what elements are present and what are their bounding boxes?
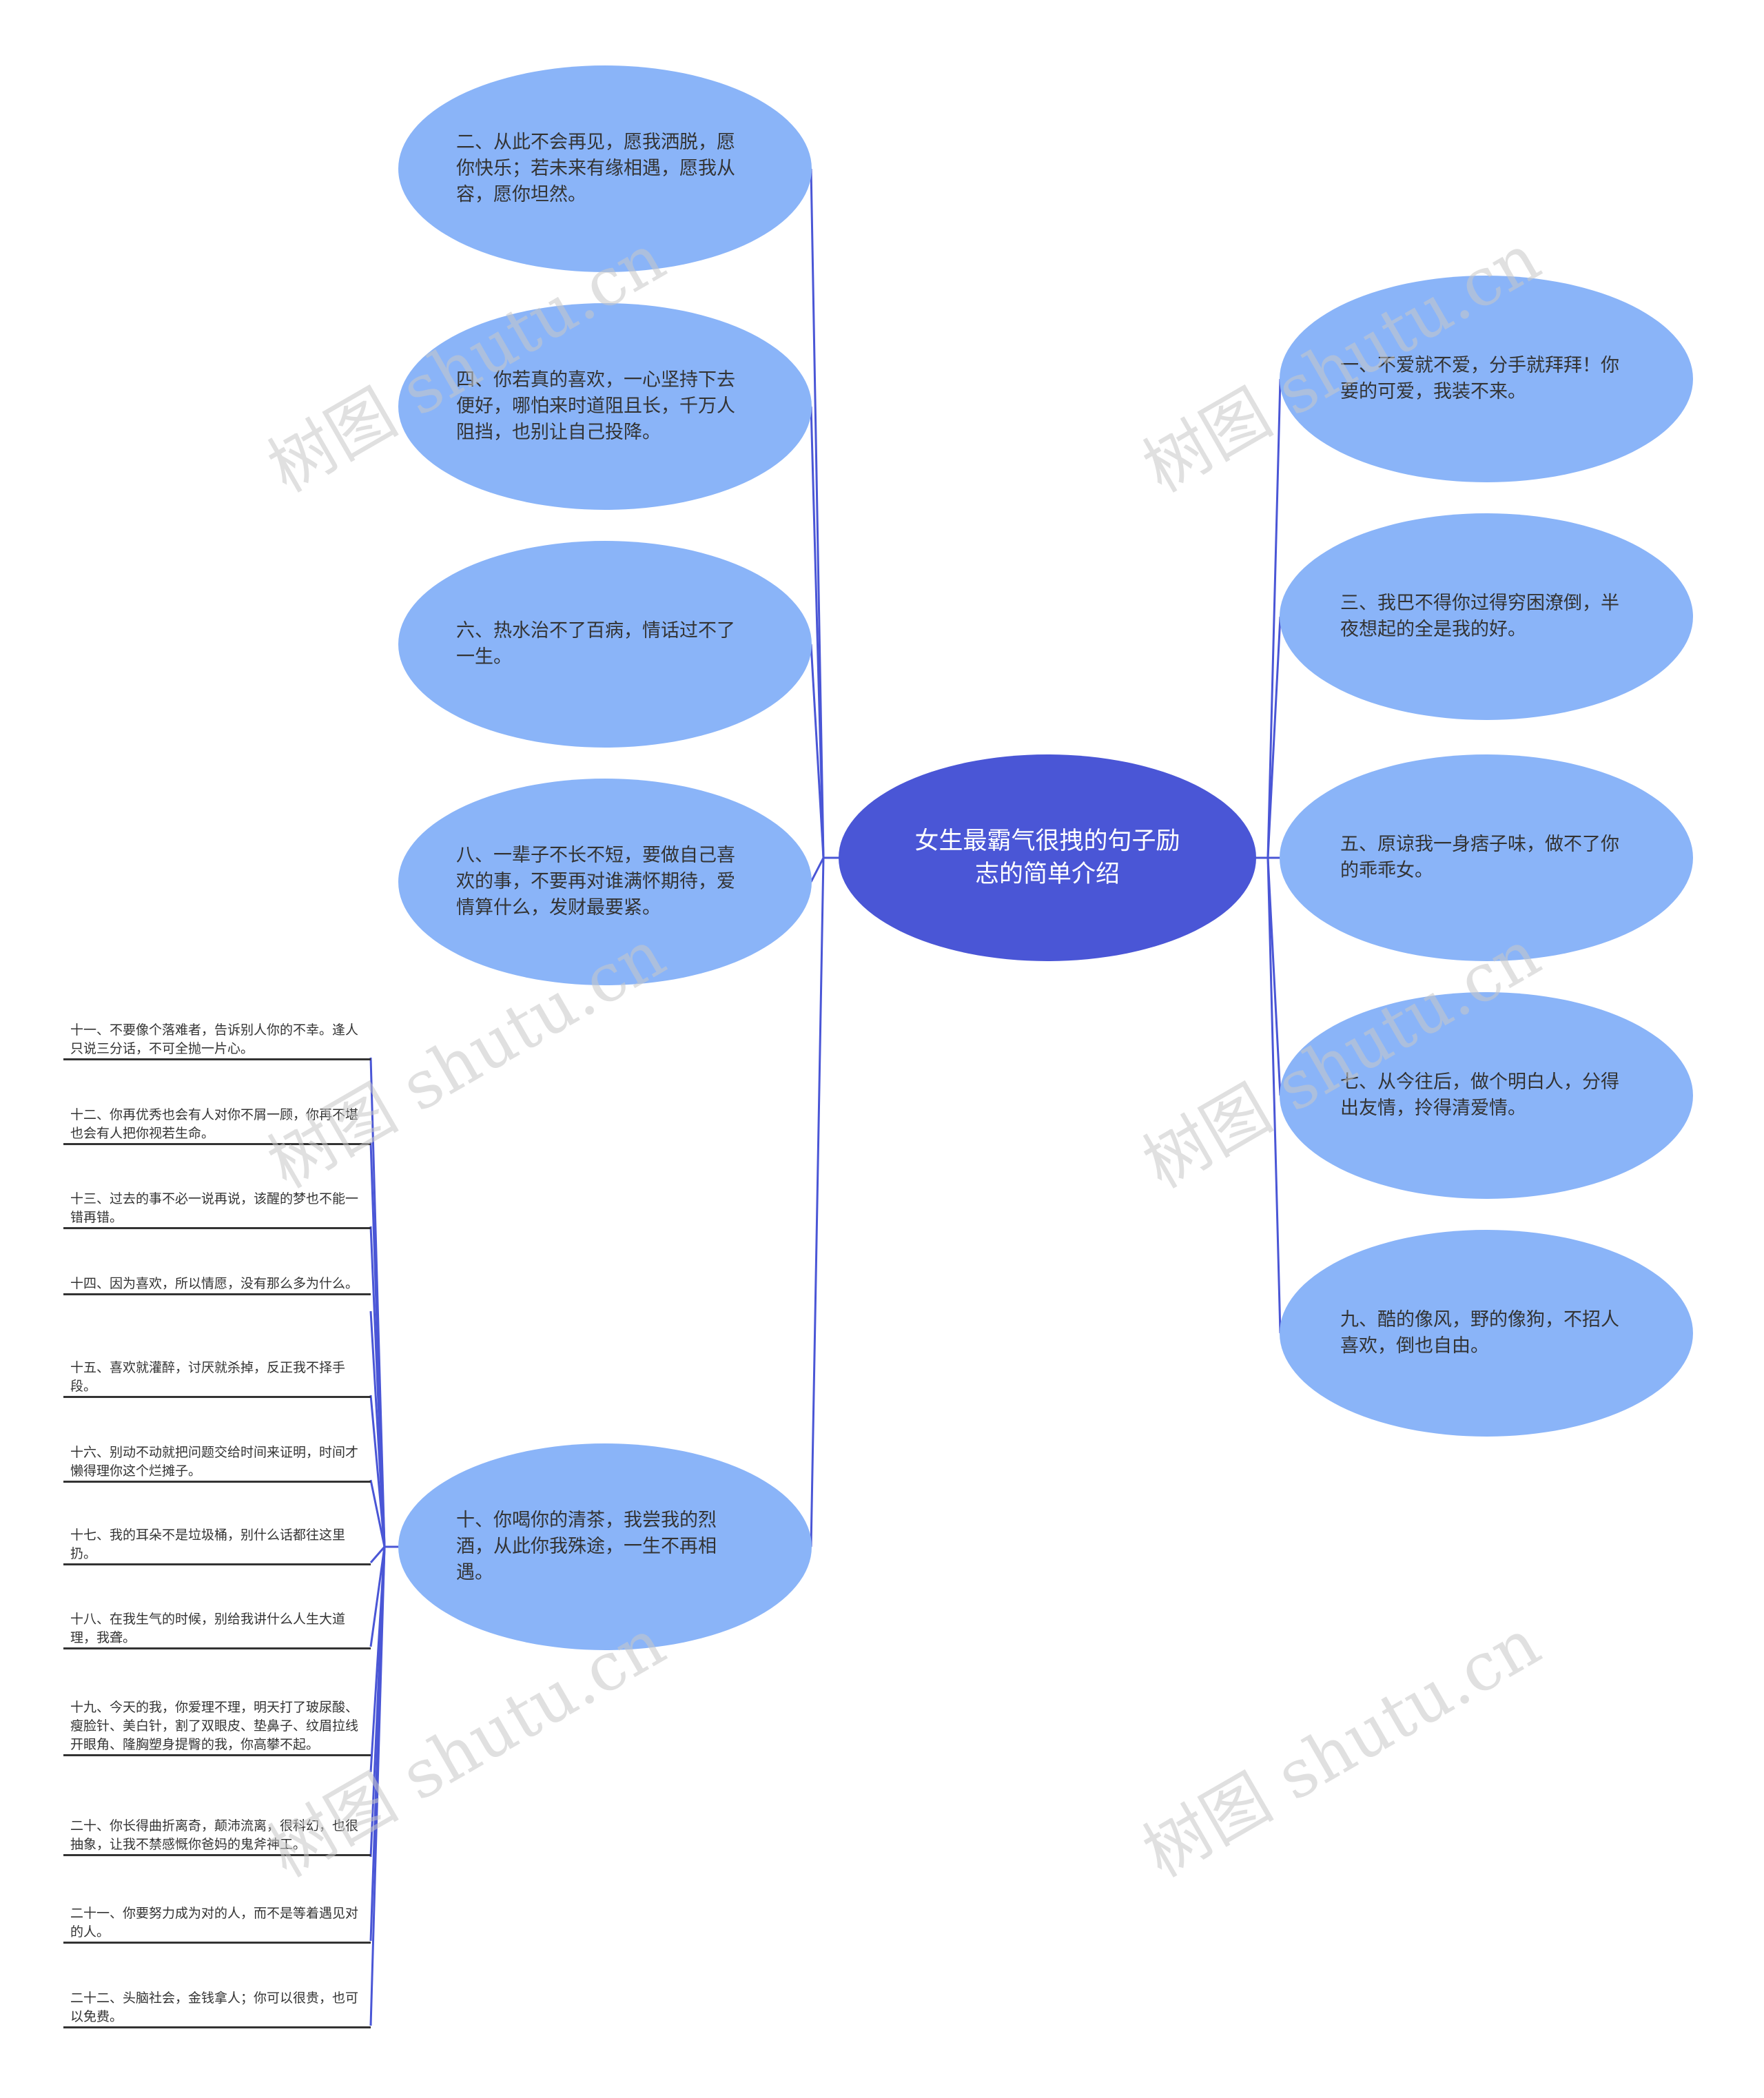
- sub-item-label: 十一、不要像个落难者，告诉别人你的不幸。逢人只说三分话，不可全抛一片心。: [70, 1022, 359, 1056]
- sub-item-22[interactable]: 二十二、头脑社会，金钱拿人；你可以很贵，也可以免费。: [63, 1989, 371, 2028]
- sub-item-19[interactable]: 十九、今天的我，你爱理不理，明天打了玻尿酸、瘦脸针、美白针，割了双眼皮、垫鼻子、…: [63, 1698, 371, 1756]
- sub-item-label: 十九、今天的我，你爱理不理，明天打了玻尿酸、瘦脸针、美白针，割了双眼皮、垫鼻子、…: [70, 1700, 359, 1752]
- connector: [369, 1546, 386, 1563]
- sub-item-18[interactable]: 十八、在我生气的时候，别给我讲什么人生大道理，我聋。: [63, 1610, 371, 1649]
- connector: [810, 857, 825, 883]
- sub-item-label: 十六、别动不动就把问题交给时间来证明，时间才懒得理你这个烂摊子。: [70, 1445, 359, 1479]
- sub-item-12[interactable]: 十二、你再优秀也会有人对你不屑一顾，你再不堪也会有人把你视若生命。: [63, 1106, 371, 1145]
- right-node-9[interactable]: 九、酷的像风，野的像狗，不招人喜欢，倒也自由。: [1280, 1230, 1693, 1437]
- node-label: 一、不爱就不爱，分手就拜拜！你要的可爱，我装不来。: [1340, 355, 1619, 402]
- left-node-4[interactable]: 四、你若真的喜欢，一心坚持下去便好，哪怕来时道阻且长，千万人阻挡，也别让自己投降…: [398, 303, 812, 510]
- sub-item-20[interactable]: 二十、你长得曲折离奇，颠沛流离，很科幻，也很抽象，让我不禁感慨你爸妈的鬼斧神工。: [63, 1817, 371, 1856]
- connector: [810, 168, 825, 858]
- left-node-2[interactable]: 二、从此不会再见，愿我洒脱，愿你快乐；若未来有缘相遇，愿我从容，愿你坦然。: [398, 65, 812, 272]
- sub-item-16[interactable]: 十六、别动不动就把问题交给时间来证明，时间才懒得理你这个烂摊子。: [63, 1443, 371, 1483]
- connector: [369, 1546, 386, 1647]
- connector: [810, 857, 825, 1547]
- node-label: 二、从此不会再见，愿我洒脱，愿你快乐；若未来有缘相遇，愿我从容，愿你坦然。: [456, 132, 735, 205]
- sub-item-label: 十七、我的耳朵不是垃圾桶，别什么话都往这里扔。: [70, 1528, 346, 1561]
- sub-item-label: 十五、喜欢就灌醉，讨厌就杀掉，反正我不择手段。: [70, 1360, 346, 1394]
- node-label: 六、热水治不了百病，情话过不了一生。: [456, 620, 735, 668]
- connector: [1266, 857, 1282, 1334]
- sub-item-11[interactable]: 十一、不要像个落难者，告诉别人你的不幸。逢人只说三分话，不可全抛一片心。: [63, 1021, 371, 1060]
- sub-item-label: 二十二、头脑社会，金钱拿人；你可以很贵，也可以免费。: [70, 1991, 359, 2024]
- left-node-6[interactable]: 六、热水治不了百病，情话过不了一生。: [398, 541, 812, 748]
- sub-item-label: 十八、在我生气的时候，别给我讲什么人生大道理，我聋。: [70, 1612, 346, 1645]
- node-label: 十、你喝你的清茶，我尝我的烈酒，从此你我殊途，一生不再相遇。: [456, 1510, 717, 1583]
- left-node-10[interactable]: 十、你喝你的清茶，我尝我的烈酒，从此你我殊途，一生不再相遇。: [398, 1443, 812, 1650]
- sub-item-17[interactable]: 十七、我的耳朵不是垃圾桶，别什么话都往这里扔。: [63, 1526, 371, 1565]
- connector: [1266, 378, 1282, 858]
- right-node-3[interactable]: 三、我巴不得你过得穷困潦倒，半夜想起的全是我的好。: [1280, 513, 1693, 720]
- sub-item-15[interactable]: 十五、喜欢就灌醉，讨厌就杀掉，反正我不择手段。: [63, 1359, 371, 1398]
- connector: [369, 1479, 386, 1547]
- sub-item-label: 二十一、你要努力成为对的人，而不是等着遇见对的人。: [70, 1906, 359, 1940]
- node-label: 三、我巴不得你过得穷困潦倒，半夜想起的全是我的好。: [1340, 593, 1619, 640]
- node-label: 五、原谅我一身痞子味，做不了你的乖乖女。: [1340, 834, 1619, 881]
- connector: [810, 406, 825, 858]
- connector: [369, 1310, 386, 1547]
- sub-item-label: 十三、过去的事不必一说再说，该醒的梦也不能一错再错。: [70, 1191, 359, 1225]
- sub-item-21[interactable]: 二十一、你要努力成为对的人，而不是等着遇见对的人。: [63, 1904, 371, 1944]
- connector: [369, 1546, 386, 2026]
- sub-item-14[interactable]: 十四、因为喜欢，所以情愿，没有那么多为什么。: [63, 1275, 371, 1295]
- connector: [369, 1395, 386, 1547]
- right-node-1[interactable]: 一、不爱就不爱，分手就拜拜！你要的可爱，我装不来。: [1280, 276, 1693, 482]
- node-label: 九、酷的像风，野的像狗，不招人喜欢，倒也自由。: [1340, 1309, 1619, 1357]
- sub-item-label: 十四、因为喜欢，所以情愿，没有那么多为什么。: [70, 1276, 359, 1291]
- right-node-7[interactable]: 七、从今往后，做个明白人，分得出友情，拎得清爱情。: [1280, 992, 1693, 1199]
- node-label: 七、从今往后，做个明白人，分得出友情，拎得清爱情。: [1340, 1071, 1619, 1119]
- right-node-5[interactable]: 五、原谅我一身痞子味，做不了你的乖乖女。: [1280, 754, 1693, 961]
- left-node-8[interactable]: 八、一辈子不长不短，要做自己喜欢的事，不要再对谁满怀期待，爱情算什么，发财最要紧…: [398, 779, 812, 985]
- central-topic[interactable]: 女生最霸气很拽的句子励志的简单介绍: [839, 754, 1256, 961]
- node-label: 四、你若真的喜欢，一心坚持下去便好，哪怕来时道阻且长，千万人阻挡，也别让自己投降…: [456, 369, 735, 443]
- node-label: 八、一辈子不长不短，要做自己喜欢的事，不要再对谁满怀期待，爱情算什么，发财最要紧…: [456, 845, 735, 918]
- connector: [810, 644, 825, 858]
- sub-item-label: 二十、你长得曲折离奇，颠沛流离，很科幻，也很抽象，让我不禁感慨你爸妈的鬼斧神工。: [70, 1818, 359, 1852]
- sub-item-13[interactable]: 十三、过去的事不必一说再说，该醒的梦也不能一错再错。: [63, 1190, 371, 1229]
- sub-item-label: 十二、你再优秀也会有人对你不屑一顾，你再不堪也会有人把你视若生命。: [70, 1107, 359, 1141]
- central-topic-label: 女生最霸气很拽的句子励志的简单介绍: [914, 827, 1180, 888]
- connector: [1266, 616, 1282, 858]
